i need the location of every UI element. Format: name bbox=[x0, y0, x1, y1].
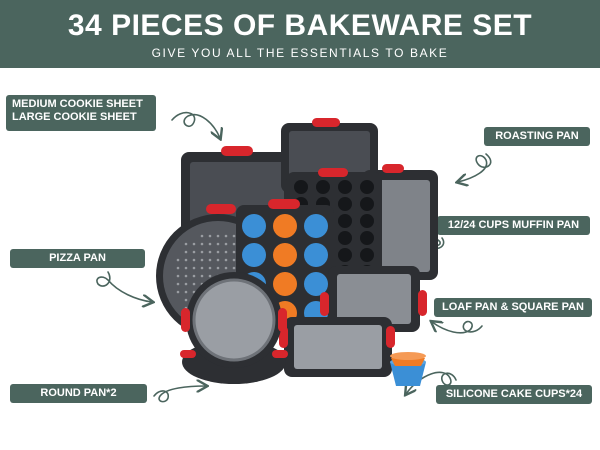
silicone-cake-cups bbox=[390, 352, 426, 386]
muffin-cup-colored bbox=[304, 243, 328, 267]
muffin-cup bbox=[360, 231, 374, 245]
muffin-cup bbox=[360, 214, 374, 228]
muffin-cup-colored bbox=[273, 214, 297, 238]
muffin-cup-colored bbox=[242, 243, 266, 267]
arrow-round-pan bbox=[153, 386, 206, 403]
page-subtitle: GIVE YOU ALL THE ESSENTIALS TO BAKE bbox=[151, 46, 449, 60]
arrow-cookie-sheets bbox=[171, 111, 220, 138]
square-pan bbox=[320, 266, 427, 332]
label-silicone-cups: SILICONE CAKE CUPS*24 bbox=[436, 385, 592, 404]
muffin-cup-colored bbox=[304, 272, 328, 296]
round-pan bbox=[180, 272, 288, 384]
label-cookie-sheet-medium: MEDIUM COOKIE SHEET bbox=[12, 98, 143, 110]
muffin-cup-colored bbox=[273, 243, 297, 267]
muffin-cup-colored bbox=[304, 214, 328, 238]
page-title: 34 PIECES OF BAKEWARE SET bbox=[67, 9, 533, 42]
muffin-cup bbox=[360, 180, 374, 194]
arrow-silicone-cups bbox=[406, 371, 457, 394]
muffin-cup bbox=[360, 248, 374, 262]
arrow-loaf-pan bbox=[432, 322, 483, 334]
muffin-cup bbox=[294, 180, 308, 194]
muffin-cup bbox=[316, 180, 330, 194]
muffin-cup bbox=[338, 180, 352, 194]
muffin-cup-colored bbox=[242, 214, 266, 238]
muffin-cup bbox=[338, 197, 352, 211]
muffin-cup bbox=[338, 214, 352, 228]
muffin-cup bbox=[360, 197, 374, 211]
arrow-roasting-pan bbox=[458, 153, 492, 182]
muffin-cup bbox=[338, 248, 352, 262]
muffin-cup bbox=[338, 231, 352, 245]
loaf-pan bbox=[279, 317, 395, 377]
label-cookie-sheet-large: LARGE COOKIE SHEET bbox=[12, 111, 137, 123]
label-loaf-square-pan: LOAF PAN & SQUARE PAN bbox=[434, 298, 592, 317]
arrow-pizza-pan bbox=[96, 271, 152, 302]
label-muffin-pan: 12/24 CUPS MUFFIN PAN bbox=[437, 216, 590, 235]
label-round-pan: ROUND PAN*2 bbox=[10, 384, 147, 403]
label-roasting-pan: ROASTING PAN bbox=[484, 127, 590, 146]
label-pizza-pan: PIZZA PAN bbox=[10, 249, 145, 268]
label-cookie-sheets: MEDIUM COOKIE SHEET LARGE COOKIE SHEET bbox=[6, 95, 156, 131]
header-banner: 34 PIECES OF BAKEWARE SET GIVE YOU ALL T… bbox=[0, 0, 600, 68]
muffin-cup-colored bbox=[273, 272, 297, 296]
